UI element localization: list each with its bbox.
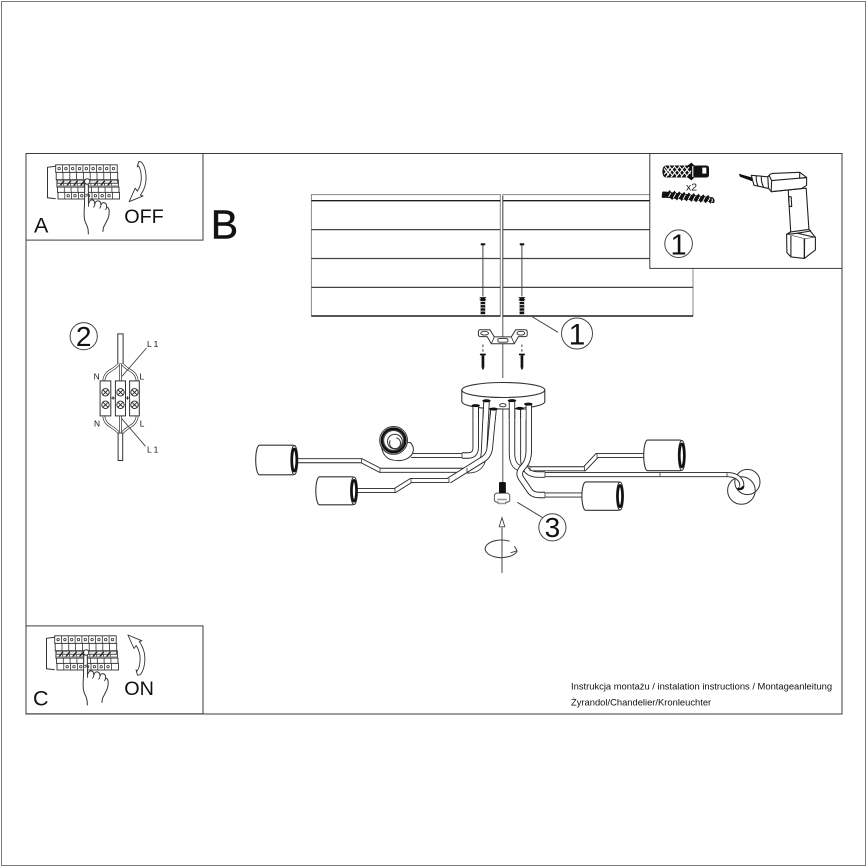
svg-text:L 1: L 1	[147, 339, 159, 349]
svg-text:N: N	[94, 419, 100, 429]
svg-text:L 1: L 1	[147, 445, 159, 455]
svg-text:B: B	[211, 202, 238, 248]
svg-text:A: A	[34, 214, 49, 238]
svg-text:x2: x2	[686, 182, 697, 194]
svg-text:C: C	[33, 687, 49, 711]
svg-text:N: N	[94, 372, 100, 382]
svg-text:3: 3	[545, 512, 561, 543]
svg-text:Instrukcja montażu / instalati: Instrukcja montażu / instalation instruc…	[571, 680, 832, 691]
svg-text:L: L	[140, 419, 145, 429]
svg-text:Żyrandol/Chandelier/Kronleucht: Żyrandol/Chandelier/Kronleuchter	[571, 697, 711, 708]
svg-text:1: 1	[569, 319, 586, 352]
svg-text:OFF: OFF	[124, 206, 164, 228]
svg-text:1: 1	[671, 229, 687, 261]
svg-text:2: 2	[76, 321, 92, 352]
svg-text:L: L	[140, 372, 145, 382]
svg-text:ON: ON	[124, 678, 154, 700]
